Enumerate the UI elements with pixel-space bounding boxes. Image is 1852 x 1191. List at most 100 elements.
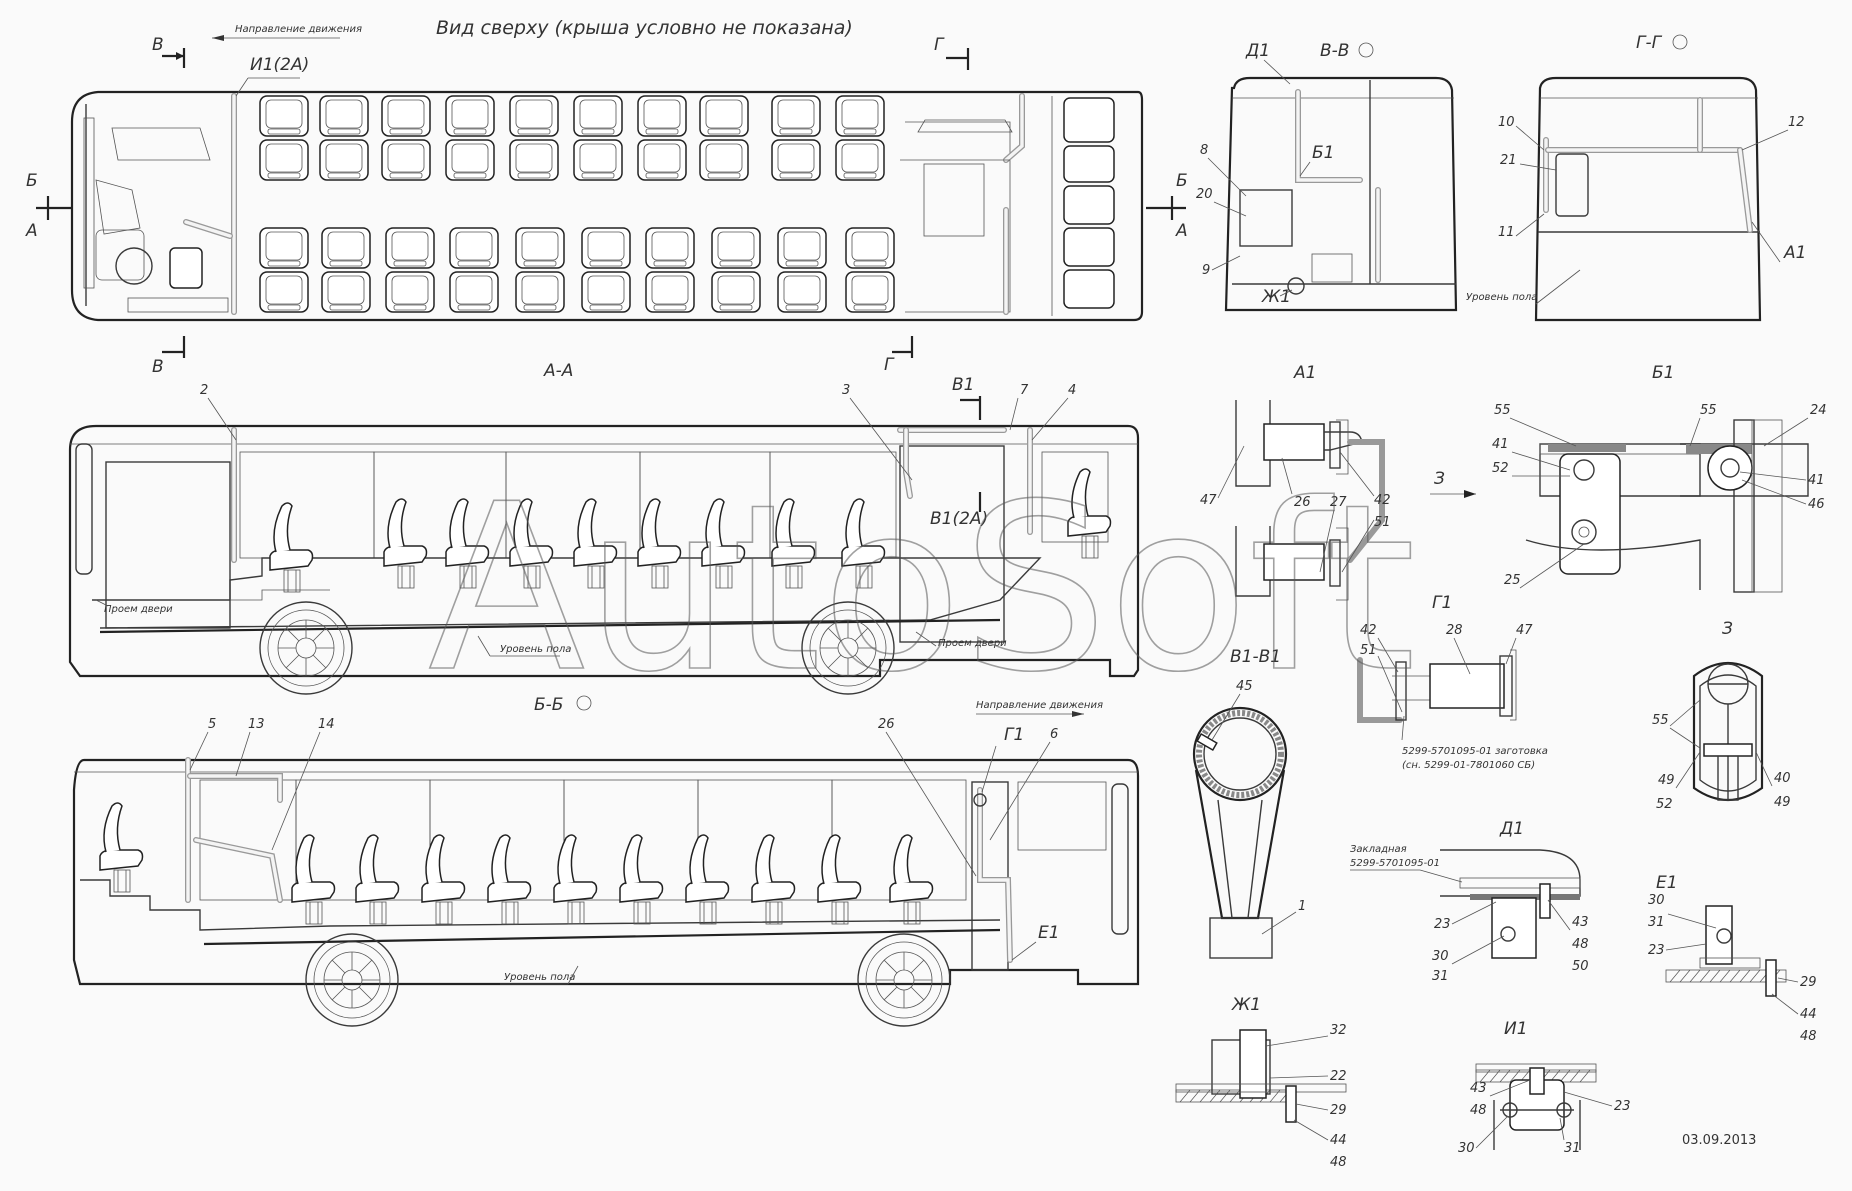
detail-v1v1-title: В1-В1 [1230, 647, 1281, 667]
mark-b-left: Б [26, 171, 38, 191]
section-gg: Г-Г Уровень пола А1 10 21 11 12 [1466, 33, 1806, 322]
callout-g1-47: 47 [1516, 623, 1533, 638]
top-view-direction-label: Направление движения [235, 24, 362, 35]
cross-section-gg [1534, 76, 1762, 322]
callout-aa-3: 3 [842, 383, 850, 398]
top-view-title: Вид сверху (крыша условно не показана) [436, 17, 853, 39]
callout-bb-6: 6 [1050, 727, 1058, 742]
callout-i1-43: 43 [1470, 1081, 1487, 1096]
callout-z-49b: 49 [1774, 795, 1791, 810]
mounting-plate-21 [1555, 153, 1589, 217]
callout-b1-52: 52 [1492, 461, 1509, 476]
callout-g1-28: 28 [1446, 623, 1463, 638]
callout-d1-48: 48 [1572, 937, 1589, 952]
callout-v1v1-45: 45 [1236, 679, 1253, 694]
callout-d1-30: 30 [1432, 949, 1449, 964]
callout-b1-24: 24 [1810, 403, 1827, 418]
bus-side-outline-bb [72, 758, 1140, 986]
callout-b1-55b: 55 [1700, 403, 1717, 418]
callout-z-55a: 55 [1652, 713, 1669, 728]
direction-arrow-icon [212, 35, 224, 41]
callout-e1-48: 48 [1800, 1029, 1817, 1044]
mounting-plate-20 [1239, 189, 1293, 247]
detail-z-title: З [1722, 619, 1733, 639]
d1-note-line1: Закладная [1350, 844, 1407, 855]
section-gg-title: Г-Г [1636, 33, 1663, 53]
detail-b1: Б1 55 41 52 25 55 24 41 46 З [1430, 363, 1827, 593]
callout-vv-8: 8 [1200, 143, 1208, 158]
marker-a1-gg: А1 [1783, 243, 1806, 263]
marker-b1-vv: Б1 [1312, 143, 1334, 163]
detail-e1-title: Е1 [1656, 873, 1678, 893]
watermark: AutoSoft [428, 456, 1416, 723]
callout-i1-31: 31 [1564, 1141, 1581, 1156]
detail-ref-v1: В1(2А) [930, 509, 988, 529]
callout-e1-23: 23 [1648, 943, 1665, 958]
detail-i1-title: И1 [1504, 1019, 1528, 1039]
callout-a1-27: 27 [1330, 495, 1347, 510]
callout-b1-41b: 41 [1808, 473, 1825, 488]
callout-v1v1-1: 1 [1298, 899, 1306, 914]
callout-e1-44: 44 [1800, 1007, 1817, 1022]
callout-bb-5: 5 [208, 717, 216, 732]
callout-i1-48: 48 [1470, 1103, 1487, 1118]
callout-i1-30: 30 [1458, 1141, 1475, 1156]
callout-gg-10: 10 [1498, 115, 1515, 130]
mark-v-top: В [152, 35, 164, 55]
callout-z-49a: 49 [1658, 773, 1675, 788]
callout-gg-21: 21 [1500, 153, 1517, 168]
callout-b1-41a: 41 [1492, 437, 1509, 452]
top-view-bus-outline [70, 90, 1144, 322]
callout-z-40: 40 [1774, 771, 1791, 786]
steering-wheel-icon [115, 247, 153, 285]
top-view: Вид сверху (крыша условно не показана) Н… [25, 17, 1188, 377]
bus-side-outline-aa [68, 424, 1140, 678]
callout-zh1-48: 48 [1330, 1155, 1347, 1170]
detail-i1: И1 43 48 23 30 31 [1458, 1019, 1631, 1156]
callout-i1-23: 23 [1614, 1099, 1631, 1114]
section-vv-title: В-В [1320, 41, 1349, 61]
driver-console [95, 229, 145, 281]
bb-direction-label: Направление движения [976, 700, 1103, 711]
floor-label-bb: Уровень пола [504, 972, 575, 983]
marker-zh1-vv: Ж1 [1261, 287, 1291, 307]
section-vv: В-В Д1 Б1 Ж1 8 20 9 [1196, 41, 1458, 312]
callout-g1-51: 51 [1360, 643, 1377, 658]
detail-ref-i1: И1(2А) [250, 55, 309, 75]
callout-bb-14: 14 [318, 717, 335, 732]
callout-e1-29: 29 [1800, 975, 1817, 990]
callout-gg-12: 12 [1788, 115, 1805, 130]
callout-z-52: 52 [1656, 797, 1673, 812]
callout-zh1-22: 22 [1330, 1069, 1347, 1084]
callout-a1-42: 42 [1374, 493, 1391, 508]
detail-g1-title: Г1 [1432, 593, 1452, 613]
detail-a1: А1 47 26 27 42 51 [1200, 363, 1391, 601]
callout-b1-25: 25 [1504, 573, 1521, 588]
detail-d1: Д1 Закладная 5299-5701095-01 23 30 31 43… [1350, 819, 1589, 984]
drawing-date: 03.09.2013 [1682, 1133, 1756, 1148]
callout-bb-26: 26 [878, 717, 895, 732]
callout-gg-11: 11 [1498, 225, 1515, 240]
callout-zh1-32: 32 [1330, 1023, 1347, 1038]
mark-g-top: Г [934, 35, 945, 55]
callout-d1-31: 31 [1432, 969, 1449, 984]
callout-g1-42: 42 [1360, 623, 1377, 638]
callout-b1-46: 46 [1808, 497, 1825, 512]
detail-e1: Е1 30 31 23 29 44 48 [1648, 873, 1817, 1044]
section-bb-title: Б-Б [534, 695, 563, 715]
detail-z: З 55 49 52 40 49 [1652, 619, 1791, 812]
d1-note-line2: 5299-5701095-01 [1350, 858, 1440, 869]
callout-d1-43: 43 [1572, 915, 1589, 930]
detail-zh1: Ж1 32 22 29 44 48 [1175, 995, 1347, 1170]
callout-aa-2: 2 [200, 383, 208, 398]
detail-zh1-title: Ж1 [1231, 995, 1261, 1015]
section-aa: А-А 2 3 [68, 361, 1140, 695]
callout-a1-47: 47 [1200, 493, 1217, 508]
callout-a1-26: 26 [1294, 495, 1311, 510]
marker-d1-vv: Д1 [1245, 41, 1270, 61]
rotation-icon [576, 695, 592, 711]
callout-aa-7: 7 [1020, 383, 1029, 398]
detail-b1-title: Б1 [1652, 363, 1674, 383]
callout-b1-55a: 55 [1494, 403, 1511, 418]
